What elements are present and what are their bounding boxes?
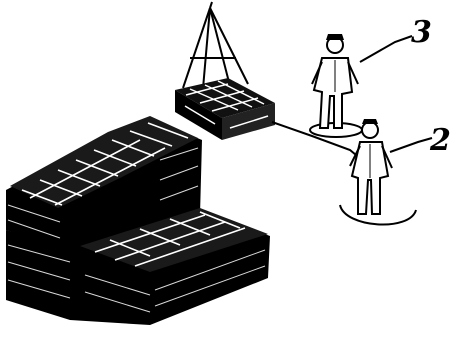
guide-rope [272, 122, 362, 160]
callout-label-2: 2 [429, 123, 451, 158]
worker-figure-3 [310, 34, 362, 137]
callout-label-3: 3 [411, 15, 432, 50]
suspended-brick-pallet [175, 78, 275, 140]
brick-stack [6, 116, 270, 325]
